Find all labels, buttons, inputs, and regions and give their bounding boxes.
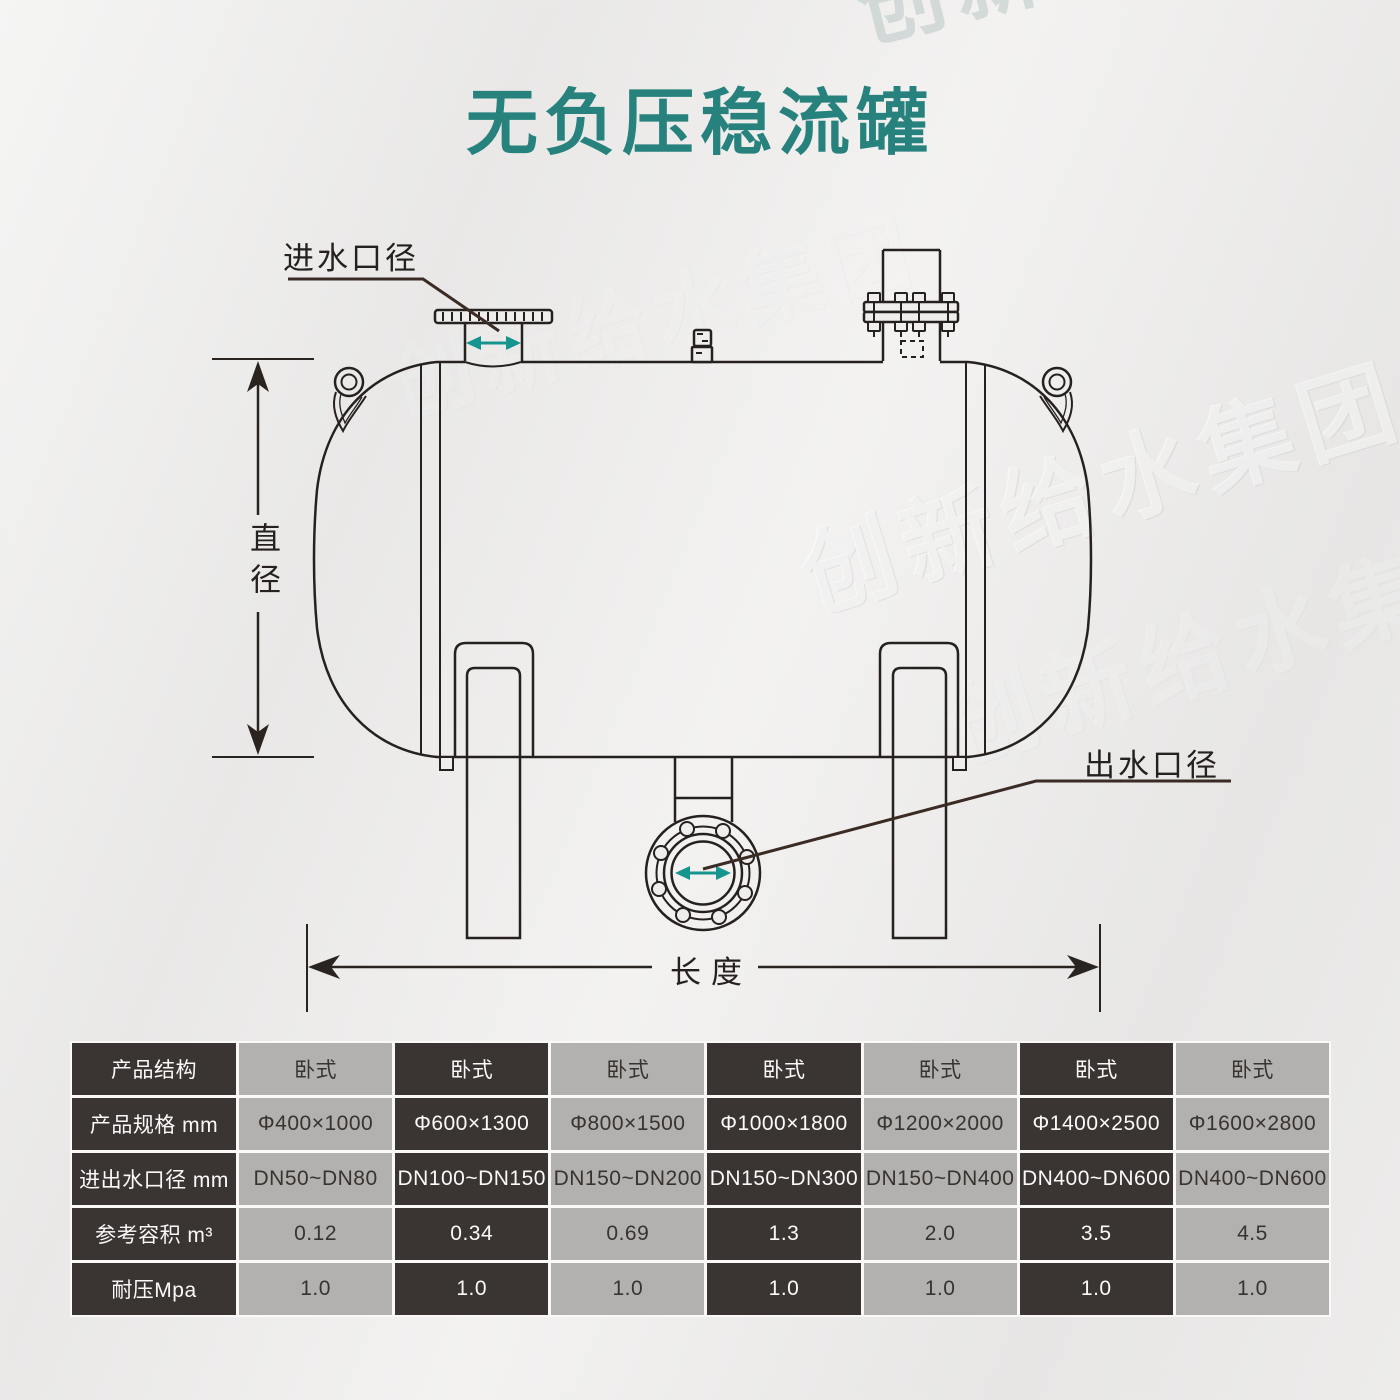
spec-cell: 卧式 [1019, 1043, 1173, 1095]
spec-cell: 4.5 [1175, 1208, 1329, 1260]
spec-cell: 2.0 [863, 1208, 1017, 1260]
lifting-lug-right [1039, 366, 1073, 434]
spec-row-label: 产品规格 mm [72, 1098, 236, 1150]
top-pipe-flange [862, 248, 960, 361]
spec-cell: Φ400×1000 [239, 1098, 393, 1150]
flange-bolts [867, 292, 955, 337]
spec-cell: 1.0 [1019, 1263, 1173, 1315]
inlet-diameter-label: 进水口径 [283, 241, 419, 276]
lifting-lug-left [333, 366, 367, 434]
spec-cell: DN150~DN400 [863, 1153, 1017, 1205]
outlet-diameter-label: 出水口径 [1084, 748, 1220, 783]
spec-row-label: 进出水口径 mm [72, 1153, 236, 1205]
support-leg-left [453, 641, 535, 940]
spec-cell: 0.69 [551, 1208, 705, 1260]
support-leg-right [878, 641, 960, 940]
spec-cell: DN150~DN200 [551, 1153, 705, 1205]
spec-cell: Φ600×1300 [395, 1098, 549, 1150]
spec-cell: 卧式 [1175, 1043, 1329, 1095]
page-title: 无负压稳流罐 [465, 84, 934, 164]
spec-cell: Φ1600×2800 [1175, 1098, 1329, 1150]
inlet-nozzle [433, 308, 554, 361]
spec-cell: 卧式 [863, 1043, 1017, 1095]
outlet-flange [644, 757, 762, 932]
spec-cell: Φ1200×2000 [863, 1098, 1017, 1150]
spec-cell: 1.0 [1175, 1263, 1329, 1315]
spec-cell: 1.0 [239, 1263, 393, 1315]
outlet-leader-line [702, 779, 1231, 871]
spec-cell: 0.34 [395, 1208, 549, 1260]
spec-cell: 0.12 [239, 1208, 393, 1260]
diameter-label: 直径 [245, 522, 280, 604]
spec-row-label: 产品结构 [72, 1043, 236, 1095]
spec-cell: Φ1000×1800 [707, 1098, 861, 1150]
spec-cell: 卧式 [551, 1043, 705, 1095]
watermark: 创新给水集团 [382, 205, 928, 434]
spec-cell: 3.5 [1019, 1208, 1173, 1260]
length-label: 长度 [670, 955, 752, 990]
spec-cell: Φ800×1500 [551, 1098, 705, 1150]
tank-body [312, 360, 1093, 771]
spec-cell: 1.3 [707, 1208, 861, 1260]
spec-cell: DN100~DN150 [395, 1153, 549, 1205]
watermark: 创新给水集团 [788, 347, 1400, 631]
spec-cell: 1.0 [395, 1263, 549, 1315]
spec-cell: Φ1400×2500 [1019, 1098, 1173, 1150]
spec-cell: DN400~DN600 [1175, 1153, 1329, 1205]
vent-valve [690, 328, 714, 364]
watermark: 创新给水集团 [843, 0, 1400, 65]
spec-cell: 卧式 [707, 1043, 861, 1095]
spec-cell: 1.0 [707, 1263, 861, 1315]
spec-cell: 1.0 [551, 1263, 705, 1315]
spec-cell: 卧式 [239, 1043, 393, 1095]
spec-cell: 1.0 [863, 1263, 1017, 1315]
spec-cell: DN400~DN600 [1019, 1153, 1173, 1205]
spec-row-label: 参考容积 m³ [72, 1208, 236, 1260]
spec-row-label: 耐压Mpa [72, 1263, 236, 1315]
spec-cell: DN150~DN300 [707, 1153, 861, 1205]
spec-cell: DN50~DN80 [239, 1153, 393, 1205]
inlet-leader-line [288, 277, 500, 333]
spec-cell: 卧式 [395, 1043, 549, 1095]
